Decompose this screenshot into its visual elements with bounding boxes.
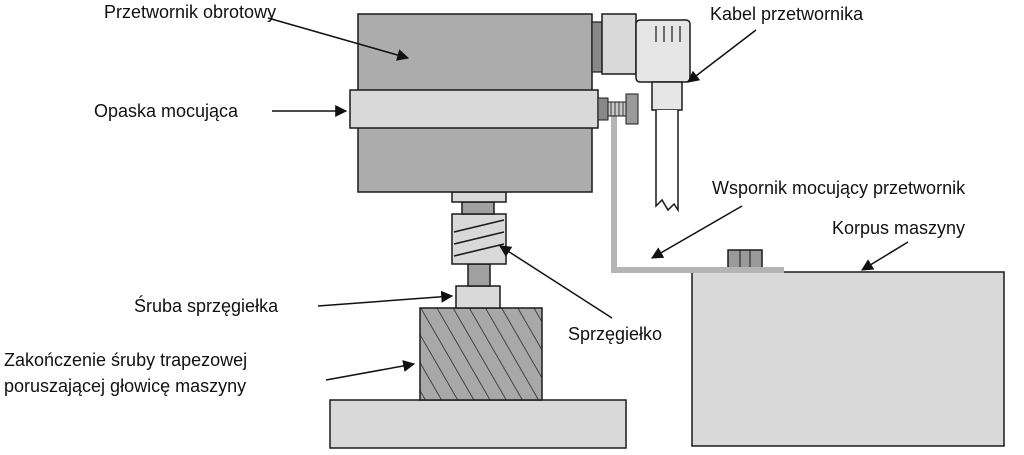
coupling-slots <box>453 219 505 257</box>
label-machine-body: Korpus maszyny <box>832 218 965 238</box>
machine-body <box>691 271 1005 447</box>
connector-nut <box>601 13 637 75</box>
shaft-collar <box>451 191 507 203</box>
label-rotary-transducer: Przetwornik obrotowy <box>104 2 276 22</box>
label-coupling-screw: Śruba sprzęgiełka <box>134 295 279 316</box>
base-plate <box>329 399 627 449</box>
lower-shaft <box>467 263 491 287</box>
connector-body <box>635 19 691 83</box>
lead-screw-end <box>419 307 543 401</box>
connector-flange <box>591 21 603 73</box>
coupling-screw <box>455 285 501 309</box>
label-lead-screw-end-line2: poruszającej głowicę maszyny <box>4 376 246 396</box>
strap-screw-nut <box>625 93 639 125</box>
label-mounting-strap: Opaska mocująca <box>94 101 239 121</box>
label-lead-screw-end-line1: Zakończenie śruby trapezowej <box>4 350 247 370</box>
mounting-strap <box>349 89 599 129</box>
bracket-bolt-nut <box>727 249 763 269</box>
cable-strain-relief <box>651 81 683 111</box>
transducer-cable <box>655 110 679 213</box>
strap-screw <box>597 97 609 121</box>
label-mounting-bracket: Wspornik mocujący przetwornik <box>712 178 966 198</box>
label-transducer-cable: Kabel przetwornika <box>710 4 864 24</box>
label-coupling: Sprzęgiełko <box>568 324 662 344</box>
mounting-bracket <box>611 104 784 273</box>
upper-shaft <box>461 201 495 215</box>
connector-grip-lines <box>655 26 681 42</box>
